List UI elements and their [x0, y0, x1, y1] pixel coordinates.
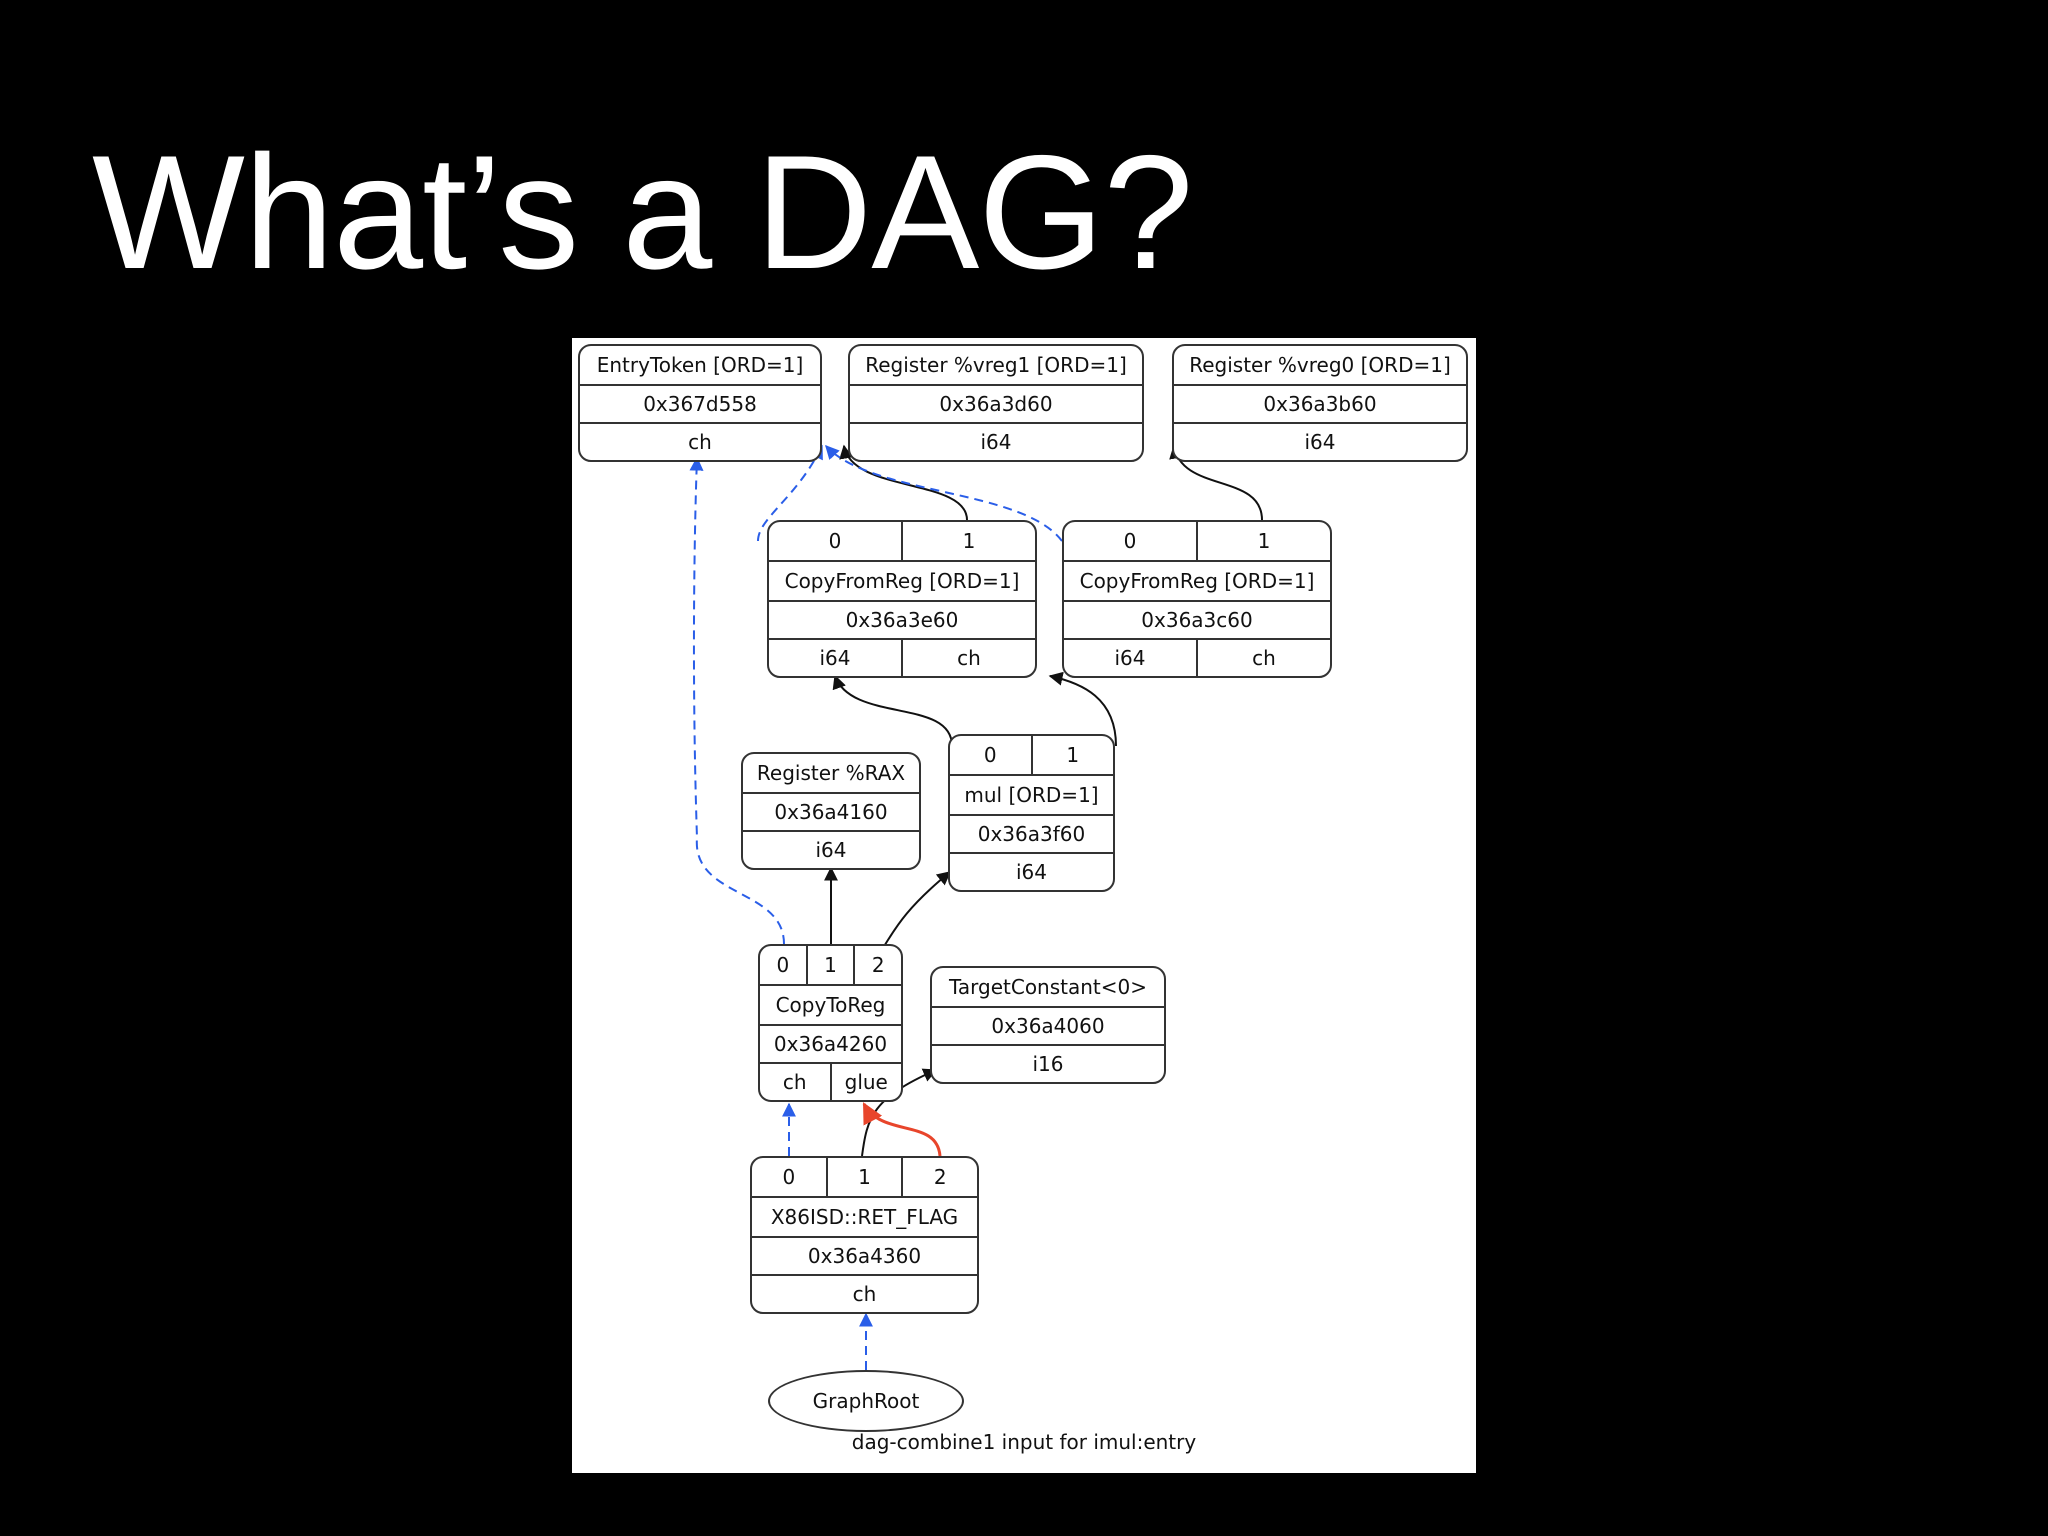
node-address: 0x36a4160 [774, 800, 888, 824]
port-1: 1 [825, 1158, 902, 1196]
edge-layer [689, 444, 1263, 1370]
node-type: ch [901, 640, 1035, 676]
node-name: TargetConstant<0> [948, 975, 1148, 999]
node-name: Register %vreg0 [ORD=1] [1189, 353, 1451, 377]
node-name: Register %vreg1 [ORD=1] [865, 353, 1127, 377]
edge-cfr-a-to-vreg1 [839, 444, 968, 521]
edge-copytoreg-0-to-entry [689, 456, 785, 945]
port-0: 0 [776, 953, 790, 977]
node-address: 0x36a4260 [773, 1032, 888, 1056]
node-address: 0x36a3c60 [1141, 608, 1253, 632]
node-target-constant: TargetConstant<0> 0x36a4060 i16 [930, 966, 1166, 1084]
node-address: 0x36a3e60 [845, 608, 959, 632]
node-type: ch [688, 430, 712, 454]
node-address: 0x367d558 [643, 392, 757, 416]
node-type: i64 [980, 430, 1012, 454]
node-type: glue [829, 1064, 902, 1100]
node-name: CopyToReg [775, 993, 886, 1017]
node-name: CopyFromReg [ORD=1] [1079, 569, 1315, 593]
port-1: 1 [1030, 736, 1114, 774]
node-type: i64 [819, 646, 851, 670]
node-name: Register %RAX [756, 761, 906, 785]
node-copytoreg: 0 1 2 CopyToReg 0x36a4260 ch glue [758, 944, 903, 1102]
node-name: CopyFromReg [ORD=1] [784, 569, 1020, 593]
edge-mul-1-to-cfr-b [1048, 671, 1117, 747]
node-address: 0x36a3f60 [977, 822, 1086, 846]
port-1: 1 [805, 946, 854, 984]
graph-caption: dag-combine1 input for imul:entry [851, 1430, 1197, 1454]
port-0: 0 [782, 1165, 796, 1189]
port-1: 1 [1196, 522, 1330, 560]
node-name: mul [ORD=1] [964, 783, 1099, 807]
node-copyfromreg-b: 0 1 CopyFromReg [ORD=1] 0x36a3c60 i64 ch [1062, 520, 1332, 678]
node-name: X86ISD::RET_FLAG [770, 1205, 959, 1229]
node-type: i64 [1304, 430, 1336, 454]
node-register-vreg0: Register %vreg0 [ORD=1] 0x36a3b60 i64 [1172, 344, 1468, 462]
node-type: i64 [1015, 860, 1047, 884]
node-type: i16 [1032, 1052, 1064, 1076]
node-type: ch [852, 1282, 877, 1306]
node-type: ch [782, 1070, 807, 1094]
node-address: 0x36a3d60 [939, 392, 1053, 416]
port-2: 2 [853, 946, 901, 984]
edge-cfr-b-to-entry [825, 444, 1063, 542]
port-0: 0 [983, 743, 997, 767]
node-entry-token: EntryToken [ORD=1] 0x367d558 ch [578, 344, 822, 462]
port-1: 1 [901, 522, 1035, 560]
node-name: EntryToken [ORD=1] [596, 353, 804, 377]
node-address: 0x36a4360 [807, 1244, 922, 1268]
node-name: GraphRoot [812, 1389, 920, 1413]
node-address: 0x36a3b60 [1263, 392, 1377, 416]
slide-title: What’s a DAG? [92, 122, 1193, 303]
node-graph-root: GraphRoot [768, 1370, 964, 1432]
node-type: i64 [815, 838, 847, 862]
node-copyfromreg-a: 0 1 CopyFromReg [ORD=1] 0x36a3e60 i64 ch [767, 520, 1037, 678]
port-2: 2 [901, 1158, 977, 1196]
node-mul: 0 1 mul [ORD=1] 0x36a3f60 i64 [948, 734, 1115, 892]
node-register-rax: Register %RAX 0x36a4160 i64 [741, 752, 921, 870]
port-0: 0 [1123, 529, 1137, 553]
node-address: 0x36a4060 [991, 1014, 1105, 1038]
port-0: 0 [828, 529, 842, 553]
node-type: ch [1196, 640, 1330, 676]
edge-retflag-2-glue-to-copytoreg [862, 1102, 942, 1157]
node-type: i64 [1114, 646, 1146, 670]
dag-figure: EntryToken [ORD=1] 0x367d558 ch Register… [572, 338, 1476, 1473]
node-ret-flag: 0 1 2 X86ISD::RET_FLAG 0x36a4360 ch [750, 1156, 979, 1314]
node-register-vreg1: Register %vreg1 [ORD=1] 0x36a3d60 i64 [848, 344, 1144, 462]
edge-mul-0-to-cfr-a [832, 674, 953, 747]
edge-cfr-a-to-entry [757, 444, 823, 542]
